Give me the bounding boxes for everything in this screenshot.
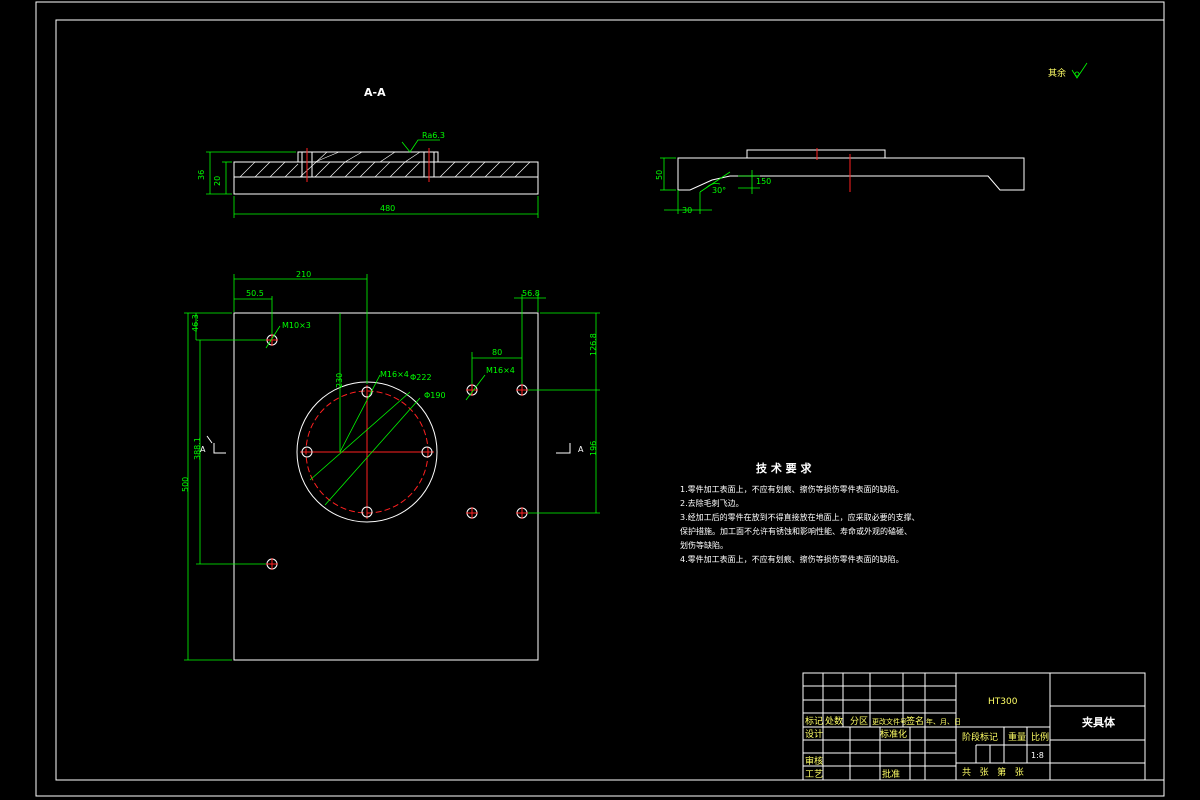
- tb-process: 工艺: [805, 769, 823, 780]
- tb-row-label: 处数: [825, 715, 843, 727]
- roughness-symbol-icon: [401, 139, 440, 153]
- callout-m10: M10×3: [282, 321, 311, 330]
- other-roughness-note: 其余: [1048, 62, 1088, 79]
- callout-m16-bore: M16×4: [380, 370, 409, 379]
- dim-36: 36: [197, 170, 206, 180]
- tb-row-label: 标记: [805, 715, 823, 727]
- dim-500: 500: [181, 477, 190, 492]
- side-top-plate: [746, 149, 886, 159]
- callout-d222: Φ222: [410, 373, 432, 382]
- title-block: HT300 夹具体 标记 处数 分区 更改文件号 签名 年、月、日 设计 标准化…: [802, 672, 1146, 781]
- tb-sheets: 共 张 第 张: [962, 766, 1024, 778]
- tb-row-label: 年、月、日: [926, 717, 961, 726]
- section-view: A-A: [197, 86, 539, 218]
- dim-56-8: 56.8: [522, 289, 540, 298]
- section-hatch: [239, 151, 531, 178]
- dim-20: 20: [213, 176, 222, 186]
- requirements-title: 技 术 要 求: [756, 461, 812, 475]
- other-roughness-text: 其余: [1048, 67, 1066, 79]
- dim-46-3: 46.3: [191, 314, 200, 332]
- tb-approve: 批准: [882, 768, 900, 780]
- dim-50-5: 50.5: [246, 289, 264, 298]
- callout-m16-holes: M16×4: [486, 366, 515, 375]
- tb-row-label: 分区: [850, 716, 868, 727]
- section-boss: [297, 151, 439, 162]
- section-mark-left: A: [200, 445, 206, 454]
- plan-view: M16×4 Φ222 Φ190 M16×4 M10×3 210 50.5 56.…: [181, 270, 600, 661]
- section-mark-right-icon: [556, 443, 571, 454]
- tb-weight: 重量: [1008, 731, 1026, 743]
- dim-230: 230: [335, 373, 344, 388]
- section-mark-right: A: [578, 445, 584, 454]
- roughness-circle-icon: [1074, 71, 1080, 77]
- material: HT300: [988, 697, 1018, 707]
- requirement-item: 划伤等缺陷。: [680, 540, 728, 550]
- dim-196: 196: [589, 441, 598, 456]
- requirement-item: 4.零件加工表面上，不应有划痕、擦伤等损伤零件表面的缺陷。: [680, 554, 904, 564]
- roughness-check-icon: [1071, 62, 1088, 79]
- bore-hole-top: [361, 386, 373, 398]
- side-body-outline: [677, 157, 1025, 191]
- tb-design: 设计: [805, 728, 823, 740]
- side-dim-small: 150: [756, 177, 771, 186]
- bore-hole-bottom: [361, 506, 373, 518]
- callout-d190: Φ190: [424, 391, 446, 400]
- tb-standard: 标准化: [880, 728, 907, 740]
- dim-210: 210: [296, 270, 311, 279]
- side-dim-50: 50: [655, 170, 664, 180]
- requirement-item: 3.经加工后的零件在放到不得直接放在地面上，应采取必要的支撑、: [680, 512, 920, 522]
- tb-stage-mark: 阶段标记: [962, 731, 998, 743]
- sheet-outer-border: [35, 1, 1165, 797]
- section-outline: [233, 161, 539, 195]
- side-dim-angle: 30°: [712, 186, 726, 195]
- side-view: 50 30 30° 150: [655, 148, 1025, 215]
- tb-scale-label: 比例: [1031, 731, 1049, 743]
- tb-scale: 1:8: [1031, 751, 1044, 760]
- tb-row-label: 签名: [906, 715, 924, 727]
- dim-480: 480: [380, 204, 395, 213]
- dim-126-8: 126.8: [589, 333, 598, 356]
- section-mark-left-icon: [213, 443, 226, 454]
- bore-hole-right: [421, 446, 433, 458]
- dim-80: 80: [492, 348, 502, 357]
- requirement-item: 保护措施。加工面不允许有锈蚀和影响性能、寿命或外观的磕碰、: [680, 526, 912, 536]
- plate-outline: [233, 312, 539, 661]
- part-name: 夹具体: [1082, 715, 1116, 729]
- tb-review: 审核: [805, 755, 823, 767]
- requirement-item: 1.零件加工表面上，不应有划痕、擦伤等损伤零件表面的缺陷。: [680, 484, 904, 494]
- section-label: A-A: [364, 86, 386, 99]
- technical-requirements: 技 术 要 求 1.零件加工表面上，不应有划痕、擦伤等损伤零件表面的缺陷。 2.…: [680, 461, 920, 564]
- side-dim-30: 30: [682, 206, 692, 215]
- bore-hole-left: [301, 446, 313, 458]
- tb-row-label: 更改文件号: [872, 717, 907, 726]
- sheet-inner-border: [55, 19, 1165, 781]
- section-roughness: Ra6.3: [422, 131, 445, 140]
- requirement-item: 2.去除毛刺飞边。: [680, 498, 744, 508]
- dim-388-1: 388.1: [193, 437, 202, 460]
